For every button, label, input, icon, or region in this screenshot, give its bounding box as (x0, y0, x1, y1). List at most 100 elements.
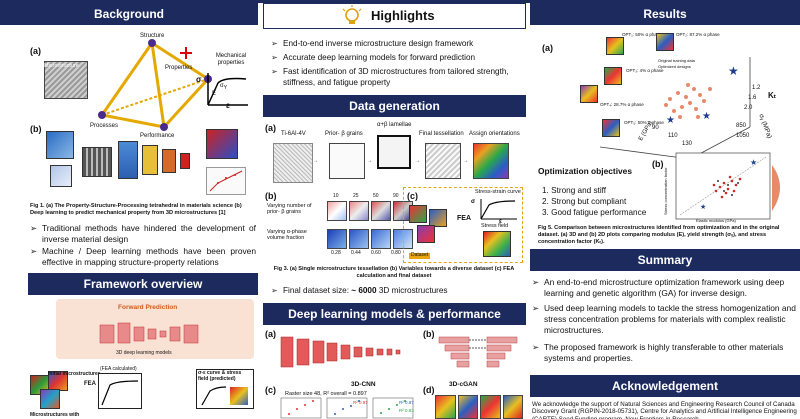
fea-curve-sketch (101, 380, 139, 406)
framework-banner: Framework overview (28, 273, 258, 295)
dl-models-label: 3D deep learning models (116, 350, 172, 356)
node-performance: Performance (140, 133, 175, 139)
arrow-bullet-icon: ➢ (30, 223, 38, 233)
summary-banner: Summary (530, 249, 800, 271)
arrow-bullet-icon: ➢ (271, 39, 278, 48)
bg-panel-b-label: (b) (30, 124, 42, 134)
framework-fea-label: FEA (84, 381, 96, 387)
arrow-bullet-icon: ➢ (271, 286, 278, 295)
arrow-bullet-icon: ➢ (532, 342, 540, 352)
highlight-2: ➢ Accurate deep learning models for forw… (271, 53, 476, 62)
arrow-bullet-icon: ➢ (532, 303, 540, 313)
datagen-banner: Data generation (263, 95, 526, 117)
row2-tick-2: 0.44 (351, 250, 361, 256)
step-ti64: Ti-6Al-4V (281, 131, 306, 137)
alpha-fraction-row (327, 229, 413, 249)
opt1-cube (606, 33, 640, 55)
predicted-curve-sketch (201, 386, 248, 406)
opt4-cube (580, 85, 600, 105)
tick-k-1: 1.2 (752, 85, 761, 91)
bg-panel-a-label: (a) (30, 46, 41, 56)
poster-top-strip (0, 0, 800, 3)
results-2d-scatter: ★ ★ (675, 152, 780, 220)
results-3d-scatter: ★ ★ ★ (599, 57, 751, 160)
microstructure-image (44, 61, 88, 99)
stress-field-label: Stress field (481, 223, 509, 229)
predicted-label: σ-ε curve & stress field (predicted) (198, 370, 242, 382)
cnn-label: 3D-CNN (351, 381, 376, 388)
raster-label: Raster size 48, R² overall = 0.897 (285, 391, 367, 397)
dg-epsilon: ε (499, 219, 502, 225)
objective-3: 3. Good fatigue performance (542, 208, 647, 217)
row2-tick-1: 0.28 (331, 250, 341, 256)
row1-tick-2: 25 (353, 193, 359, 199)
arrow-bullet-icon: ➢ (30, 246, 38, 256)
bg-epsilon-axis: ε (226, 101, 230, 110)
deep-learning-banner: Deep learning models & performance (263, 303, 526, 325)
tick-k-3: 2.0 (744, 105, 753, 111)
opt2-label: OPT₂: 87.2% α phase (676, 32, 720, 37)
stress-field-cube (483, 231, 511, 257)
row1-tick-1: 10 (333, 193, 339, 199)
fig1-caption: Fig 1. (a) The Property-Structure-Proces… (30, 203, 242, 216)
res-panel-a-label: (a) (542, 43, 553, 53)
node-processes: Processes (90, 123, 119, 129)
dataset-box (403, 187, 523, 263)
dl-panel-c-label: (c) (265, 385, 276, 395)
microstructure-label: Microstructure (44, 63, 79, 69)
dl-models-graphic (99, 322, 199, 344)
grain-count-row (327, 201, 413, 221)
r2-b: R² 0.87 (399, 400, 414, 405)
dg-panel-b-label: (b) (265, 191, 277, 201)
step-arrow-icon: → (463, 158, 468, 164)
row1-label: Varying number of prior- β grains (267, 203, 312, 216)
step-arrow-icon: → (313, 158, 318, 164)
fea-calculated-box (98, 373, 142, 409)
step-arrow-icon: → (415, 158, 420, 164)
svg-text:★: ★ (728, 64, 739, 78)
tessellation-cube (425, 143, 461, 179)
initial-microstructures-image (30, 369, 72, 409)
svg-text:★: ★ (750, 158, 757, 167)
tick-e-1: 90 (652, 125, 659, 131)
dg-panel-a-label: (a) (265, 123, 276, 133)
opt2-cube (656, 33, 676, 53)
summary-item-1: ➢ An end-to-end microstructure optimizat… (532, 277, 785, 298)
arrow-bullet-icon: ➢ (271, 53, 278, 62)
row1-tick-4: 90 (393, 193, 399, 199)
dataset-label: Dataset (409, 252, 431, 259)
node-properties: Properties (165, 65, 193, 71)
opt3-cube (604, 67, 624, 87)
svg-text:★: ★ (666, 115, 675, 126)
cnn-parity-plots (280, 397, 414, 419)
dl-network-image (46, 127, 252, 199)
opt5-label: OPT₅: 50% α phase (624, 120, 664, 125)
final-dataset-line: ➢ Final dataset size: ~ 6000 3D microstr… (271, 286, 448, 295)
bg-bullet-2: ➢ Machine / Deep learning methods have b… (30, 246, 256, 267)
stress-strain-sketch (207, 73, 248, 106)
ack-text: We acknowledge the support of Natural Sc… (532, 401, 797, 419)
svg-text:★: ★ (700, 203, 706, 211)
r2-c: R² 0.93 (399, 408, 414, 413)
tick-sy-2: 1050 (736, 133, 750, 139)
dg-ss-curve (480, 199, 517, 220)
legend-optimized: Optimized designs (658, 64, 691, 69)
bg-sigma-axis: σ (196, 75, 202, 84)
ti64-micrograph (273, 143, 313, 183)
step-lamellae: α+β lamellae (377, 122, 412, 128)
tick-e-3: 130 (682, 141, 693, 147)
summary-item-3: ➢ The proposed framework is highly trans… (532, 342, 784, 363)
highlights-title: Highlights (371, 8, 435, 23)
step-final-tessellation: Final tessellation (419, 131, 464, 137)
legend-original: Original training data (658, 58, 695, 63)
objective-1: 1. Strong and stiff (542, 186, 607, 195)
row1-tick-3: 50 (373, 193, 379, 199)
arrow-bullet-icon: ➢ (532, 277, 540, 287)
forward-prediction-label: Forward Prediction (118, 304, 178, 311)
xlabel-b: Elastic modulus (GPa) (696, 218, 736, 223)
dg-fea-label: FEA (457, 215, 471, 222)
middle-column: Highlights ➢ End-to-end inverse microstr… (263, 3, 526, 419)
dg-sigma: σ (471, 199, 476, 205)
step-prior-beta: Prior- β grains (325, 131, 363, 137)
step-arrow-icon: → (367, 158, 372, 164)
